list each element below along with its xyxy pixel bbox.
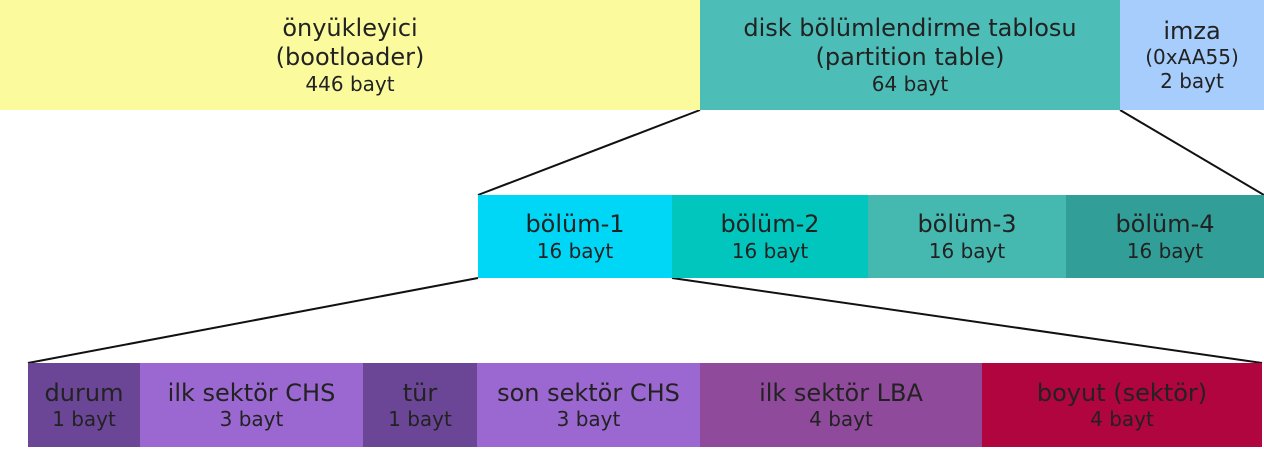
block-size: 64 bayt xyxy=(871,71,949,96)
block-title: bölüm-3 xyxy=(917,210,1017,239)
block-subtitle: (0xAA55) xyxy=(1145,45,1239,70)
block-size: 2 bayt xyxy=(1160,69,1224,94)
block-subtitle: (bootloader) xyxy=(275,43,425,71)
field-status: durum 1 bayt xyxy=(28,363,140,447)
block-size: 3 bayt xyxy=(556,407,621,432)
field-size-sectors: boyut (sektör) 4 bayt xyxy=(982,363,1262,447)
zoom-line-left-bottom xyxy=(27,277,479,364)
block-size: 16 bayt xyxy=(731,238,809,263)
block-title: bölüm-2 xyxy=(720,210,820,239)
block-title: önyükleyici xyxy=(282,14,418,43)
block-size: 4 bayt xyxy=(809,407,873,432)
field-first-lba: ilk sektör LBA 4 bayt xyxy=(700,363,982,447)
partition-1: bölüm-1 16 bayt xyxy=(478,195,672,278)
block-size: 3 bayt xyxy=(219,407,284,432)
block-size: 16 bayt xyxy=(1126,238,1204,263)
mbr-partition-table: disk bölümlendirme tablosu (partition ta… xyxy=(700,0,1120,110)
block-subtitle: (partition table) xyxy=(815,43,1005,71)
block-title: ilk sektör LBA xyxy=(759,378,923,407)
partition-2: bölüm-2 16 bayt xyxy=(672,195,868,278)
block-size: 446 bayt xyxy=(305,71,395,96)
block-title: imza xyxy=(1163,16,1221,45)
block-size: 1 bayt xyxy=(388,407,452,432)
zoom-line-left-top xyxy=(477,109,701,196)
block-title: bölüm-4 xyxy=(1115,210,1215,239)
block-size: 16 bayt xyxy=(928,238,1006,263)
block-size: 16 bayt xyxy=(536,238,614,263)
block-size: 4 bayt xyxy=(1090,407,1154,432)
block-size: 1 bayt xyxy=(52,407,116,432)
block-title: bölüm-1 xyxy=(525,210,625,239)
block-title: tür xyxy=(402,378,438,407)
block-title: ilk sektör CHS xyxy=(167,378,336,407)
field-type: tür 1 bayt xyxy=(363,363,477,447)
field-last-chs: son sektör CHS 3 bayt xyxy=(477,363,700,447)
zoom-line-right-top xyxy=(1119,109,1264,196)
block-title: disk bölümlendirme tablosu xyxy=(743,14,1077,43)
partition-4: bölüm-4 16 bayt xyxy=(1066,195,1264,278)
block-title: son sektör CHS xyxy=(497,378,680,407)
block-title: durum xyxy=(44,378,124,407)
zoom-line-right-bottom xyxy=(671,277,1263,364)
mbr-signature: imza (0xAA55) 2 bayt xyxy=(1120,0,1264,110)
partition-3: bölüm-3 16 bayt xyxy=(868,195,1066,278)
block-title: boyut (sektör) xyxy=(1036,378,1208,407)
mbr-bootloader: önyükleyici (bootloader) 446 bayt xyxy=(0,0,700,110)
field-first-chs: ilk sektör CHS 3 bayt xyxy=(140,363,363,447)
